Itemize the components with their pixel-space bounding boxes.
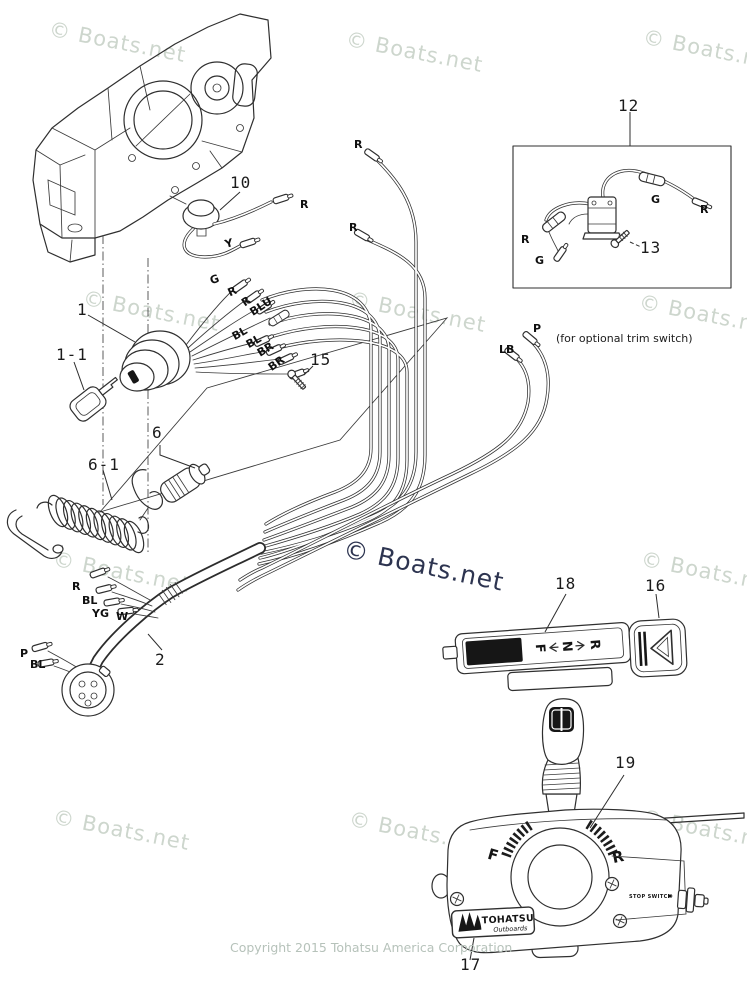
arc-hatch-forward bbox=[501, 819, 535, 858]
callout-13: 13 bbox=[640, 238, 662, 257]
wire-label: R bbox=[72, 580, 81, 593]
phantom-panel-lines bbox=[98, 235, 449, 553]
plate-mount bbox=[507, 666, 613, 692]
screw-15 bbox=[287, 369, 307, 390]
brand-sub-text: Outboards bbox=[493, 924, 528, 934]
callout-1: 1 bbox=[77, 300, 88, 319]
callout-12: 12 bbox=[618, 96, 640, 115]
trim-relay bbox=[582, 196, 622, 240]
stop-switch-text: STOP SWITCH bbox=[629, 894, 672, 900]
wire-label: YG bbox=[92, 607, 109, 620]
wire-label: R bbox=[700, 203, 709, 216]
optional-trim-note: (for optional trim switch) bbox=[556, 332, 693, 345]
wire-label: R bbox=[521, 233, 530, 246]
callout-6: 6 bbox=[152, 423, 163, 442]
warning-triangle-icon bbox=[650, 629, 674, 666]
wire-label: W bbox=[116, 610, 129, 623]
wire-label: G bbox=[535, 254, 545, 267]
copyright-line: Copyright 2015 Tohatsu America Corporati… bbox=[230, 940, 513, 955]
callout-6-1: 6-1 bbox=[88, 455, 120, 474]
remote-control: F R STOP SWITCH TOHATSU Outboards bbox=[431, 698, 745, 959]
warning-buzzer bbox=[169, 191, 295, 259]
wire-label: BL bbox=[30, 658, 46, 671]
callout-15: 15 bbox=[310, 350, 332, 369]
shift-letter-f: F bbox=[532, 643, 548, 653]
grip-icon bbox=[549, 707, 574, 732]
tohatsu-label: TOHATSU Outboards bbox=[450, 906, 536, 939]
main-switch bbox=[119, 275, 311, 392]
callout-1-1: 1-1 bbox=[56, 345, 88, 364]
harness-connector-plug bbox=[61, 663, 115, 717]
leader-lines bbox=[73, 112, 660, 961]
tohatsu-logo-icon bbox=[458, 912, 482, 932]
ignition-key bbox=[69, 376, 118, 422]
harness-bundle bbox=[30, 542, 266, 678]
callout-16: 16 bbox=[645, 576, 667, 595]
wire-label: R bbox=[349, 221, 358, 234]
reverse-letter: R bbox=[610, 847, 625, 867]
stop-switch-arrow-icon bbox=[668, 894, 673, 898]
wire-label: P bbox=[533, 322, 542, 335]
brand-text: TOHATSU bbox=[482, 913, 535, 927]
stop-switch-plunger bbox=[676, 887, 709, 913]
callout-10: 10 bbox=[230, 173, 252, 192]
wire-label: R bbox=[300, 198, 309, 211]
harness-wires bbox=[257, 147, 427, 566]
callout-17: 17 bbox=[460, 955, 482, 974]
leader-13 bbox=[629, 241, 642, 248]
screw-13 bbox=[610, 229, 630, 249]
arc-hatch-reverse bbox=[585, 819, 619, 858]
shift-letter-n: N bbox=[559, 641, 575, 653]
lanyard-clip bbox=[6, 509, 64, 559]
lanyard-hook bbox=[131, 469, 163, 521]
forward-letter: F bbox=[486, 845, 501, 865]
trim-relay-box bbox=[512, 145, 732, 289]
shift-arrow-icons bbox=[549, 641, 585, 652]
wire-label: R bbox=[354, 138, 363, 151]
stop-switch-connector bbox=[160, 463, 211, 503]
lanyard-coil bbox=[36, 494, 150, 554]
control-boss bbox=[510, 827, 610, 927]
warning-label bbox=[628, 618, 688, 678]
wire-label: P bbox=[20, 647, 29, 660]
shift-letter-r: R bbox=[587, 639, 603, 650]
wire-label: LB bbox=[499, 343, 515, 356]
callout-2: 2 bbox=[155, 650, 166, 669]
trim-switch-wires bbox=[236, 329, 550, 592]
callout-18: 18 bbox=[555, 574, 577, 593]
wire-label: BL bbox=[82, 594, 98, 607]
callout-19: 19 bbox=[615, 753, 637, 772]
engine-block bbox=[32, 13, 272, 263]
wire-label: G bbox=[651, 193, 661, 206]
shift-indicator-plate: F N R bbox=[442, 621, 632, 675]
